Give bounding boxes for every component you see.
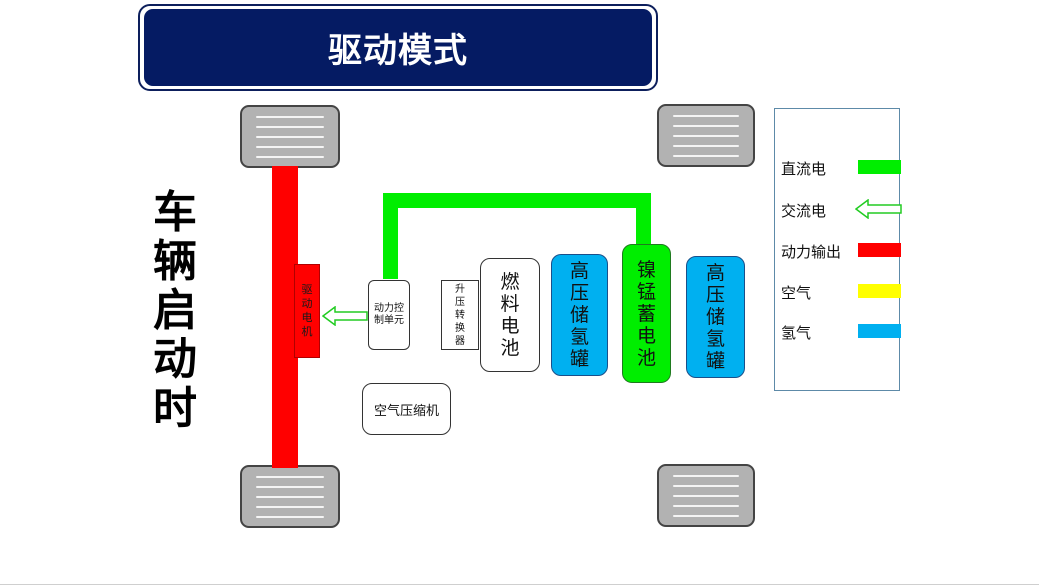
legend-item-ac: 交流电: [781, 197, 902, 221]
wheel-tread: [256, 116, 324, 118]
legend-swatch-power: [858, 243, 901, 257]
wheel-tread: [256, 156, 324, 158]
legend-swatch-hydrogen: [858, 324, 901, 338]
wheel-tread: [256, 506, 324, 508]
wheel-tread: [673, 145, 739, 147]
wheel-tread: [673, 515, 739, 517]
bottom-divider: [0, 584, 1039, 585]
wheel-rear-right: [657, 464, 755, 527]
nimh-battery: 镍锰蓄电池: [622, 244, 671, 383]
wheel-tread: [673, 125, 739, 127]
wheel-tread: [673, 485, 739, 487]
page-title: 驱动模式: [144, 9, 652, 86]
hydrogen-tank-right: 高压储氢罐: [686, 256, 745, 378]
air-compressor: 空气压缩机: [362, 383, 451, 435]
wheel-front-left: [240, 105, 340, 168]
wheel-tread: [256, 126, 324, 128]
legend-item-dc: 直流电: [781, 155, 901, 179]
legend-item-air: 空气: [781, 279, 901, 303]
wheel-tread: [673, 475, 739, 477]
wheel-tread: [256, 516, 324, 518]
wheel-tread: [673, 135, 739, 137]
side-caption: 车辆启动时: [153, 187, 197, 434]
legend-label: 直流电: [781, 160, 827, 178]
power-output-shaft: [272, 166, 298, 468]
legend-label: 空气: [781, 284, 812, 302]
fuel-cell: 燃料电池: [480, 258, 540, 372]
wheel-tread: [673, 505, 739, 507]
drive-motor: 驱动电机: [294, 264, 320, 358]
wheel-tread: [256, 476, 324, 478]
power-control-unit: 动力控制单元: [368, 280, 410, 350]
legend-label: 动力输出: [781, 243, 842, 261]
wheel-tread: [673, 495, 739, 497]
legend-swatch-air: [858, 284, 901, 298]
legend-hollow-arrow-icon: [855, 199, 902, 219]
legend-item-hydrogen: 氢气: [781, 319, 901, 343]
wheel-tread: [256, 496, 324, 498]
legend: 直流电 交流电 动力输出 空气 氢气: [774, 108, 902, 391]
wheel-tread: [673, 115, 739, 117]
wheel-front-right: [657, 104, 755, 167]
hydrogen-tank-left: 高压储氢罐: [551, 254, 608, 376]
wheel-rear-left: [240, 465, 340, 528]
boost-converter: 升压转换器: [441, 280, 479, 350]
legend-item-power: 动力输出: [781, 238, 901, 262]
ac-flow-arrow: [322, 306, 368, 326]
legend-label: 交流电: [781, 202, 827, 220]
legend-label: 氢气: [781, 324, 812, 342]
wheel-tread: [673, 155, 739, 157]
legend-swatch-dc: [858, 160, 901, 174]
wheel-tread: [256, 146, 324, 148]
wheel-tread: [256, 486, 324, 488]
wheel-tread: [256, 136, 324, 138]
